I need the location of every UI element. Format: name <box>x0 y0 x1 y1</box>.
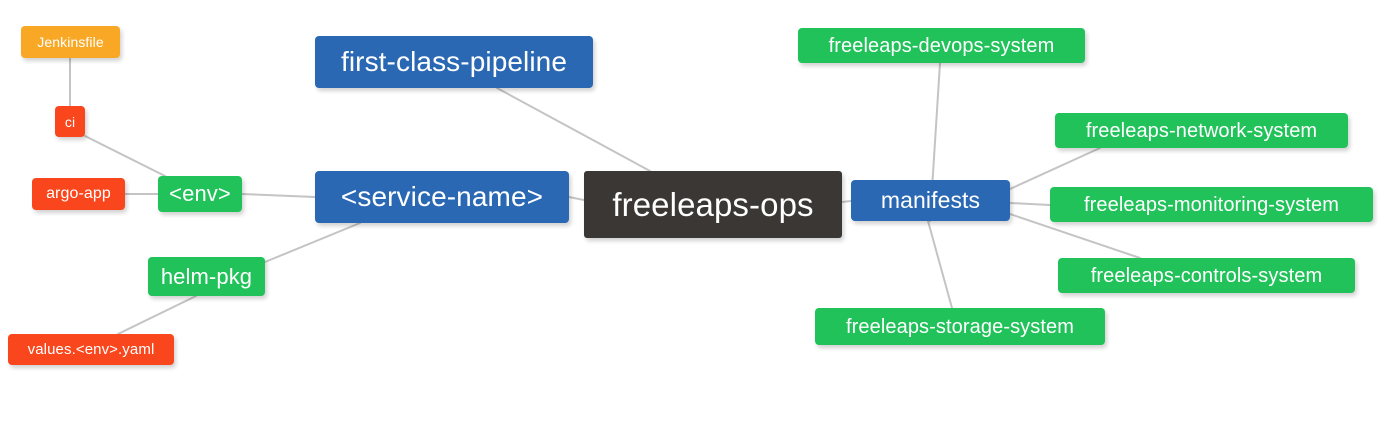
mindmap-node-service-name[interactable]: <service-name> <box>315 171 569 223</box>
mindmap-node-devops[interactable]: freeleaps-devops-system <box>798 28 1085 63</box>
edge-service-name-to-root <box>568 196 585 201</box>
edge-manifests-to-network <box>1009 147 1101 190</box>
edge-manifests-to-monitoring <box>1009 202 1051 206</box>
mindmap-node-helm-pkg[interactable]: helm-pkg <box>148 257 265 296</box>
mindmap-node-storage[interactable]: freeleaps-storage-system <box>815 308 1105 345</box>
edge-manifests-to-storage <box>927 220 953 309</box>
mindmap-node-values-yaml[interactable]: values.<env>.yaml <box>8 334 174 365</box>
mindmap-node-jenkinsfile[interactable]: Jenkinsfile <box>21 26 120 58</box>
mindmap-node-pipeline[interactable]: first-class-pipeline <box>315 36 593 88</box>
mindmap-node-ci[interactable]: ci <box>55 106 85 137</box>
mindmap-node-argo-app[interactable]: argo-app <box>32 178 125 210</box>
mindmap-node-manifests[interactable]: manifests <box>851 180 1010 221</box>
edge-env-to-service-name <box>241 193 316 198</box>
mindmap-node-controls[interactable]: freeleaps-controls-system <box>1058 258 1355 293</box>
edge-helm-pkg-to-service-name <box>264 222 361 263</box>
mindmap-node-network[interactable]: freeleaps-network-system <box>1055 113 1348 148</box>
edge-values-yaml-to-helm-pkg <box>117 295 197 335</box>
mindmap-node-env[interactable]: <env> <box>158 176 242 212</box>
mindmap-node-root[interactable]: freeleaps-ops <box>584 171 842 238</box>
edge-pipeline-to-root <box>496 87 651 172</box>
edge-root-to-manifests <box>841 200 852 203</box>
mindmap-node-monitoring[interactable]: freeleaps-monitoring-system <box>1050 187 1373 222</box>
edge-ci-to-env <box>84 135 166 177</box>
